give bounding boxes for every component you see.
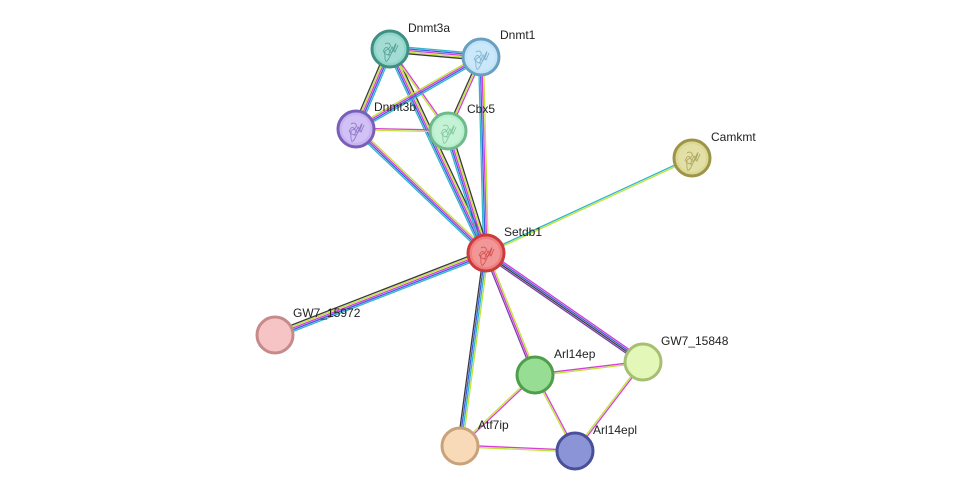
edge-setdb1-gw7_15848[interactable] xyxy=(484,250,645,365)
edge-setdb1-gw7_15972[interactable] xyxy=(273,249,488,339)
edge-setdb1-dnmt3b[interactable] xyxy=(353,126,489,256)
edge-evidence-line xyxy=(356,127,488,253)
edge-evidence-line xyxy=(274,250,486,335)
protein-structure-icon xyxy=(382,42,399,62)
edge-evidence-line xyxy=(353,130,485,256)
edge-evidence-line xyxy=(486,158,693,255)
edge-evidence-line xyxy=(356,58,483,132)
node-label: Camkmt xyxy=(711,130,756,144)
node-inner-highlight xyxy=(434,117,462,145)
node-gw7_15972[interactable]: GW7_15972 xyxy=(255,306,361,355)
node-label: Atf7ip xyxy=(478,418,509,432)
node-circle[interactable] xyxy=(555,431,595,471)
edge-evidence-line xyxy=(486,252,538,375)
edge-evidence-line xyxy=(458,252,486,446)
node-inner-highlight xyxy=(376,35,404,63)
protein-structure-icon xyxy=(348,122,365,142)
node-inner-highlight xyxy=(678,144,706,172)
edge-evidence-line xyxy=(460,253,488,447)
node-circle[interactable] xyxy=(336,109,376,149)
edge-evidence-line xyxy=(275,253,487,338)
node-setdb1[interactable]: Setdb1 xyxy=(466,225,542,273)
edge-evidence-line xyxy=(486,250,645,361)
edge-setdb1-cbx5[interactable] xyxy=(444,129,490,255)
edge-evidence-line xyxy=(484,254,643,365)
edge-evidence-line xyxy=(477,57,485,254)
node-circle[interactable] xyxy=(440,426,480,466)
edge-setdb1-atf7ip[interactable] xyxy=(456,252,490,447)
node-circle[interactable] xyxy=(428,111,468,151)
node-label: Cbx5 xyxy=(467,102,495,116)
edge-evidence-line xyxy=(448,130,489,253)
edge-setdb1-dnmt1[interactable] xyxy=(477,56,490,254)
edge-evidence-line xyxy=(482,56,490,253)
node-label: Arl14epl xyxy=(593,423,637,437)
edge-evidence-line xyxy=(479,57,486,254)
edge-evidence-line xyxy=(357,126,489,252)
node-circle[interactable] xyxy=(461,37,501,77)
edge-setdb1-arl14ep[interactable] xyxy=(483,252,538,376)
edge-dnmt1-dnmt3b[interactable] xyxy=(354,54,483,132)
edge-evidence-line xyxy=(445,131,486,254)
edge-evidence-line xyxy=(356,57,482,131)
node-label: GW7_15972 xyxy=(293,306,361,320)
edge-evidence-line xyxy=(481,56,488,253)
node-label: Dnmt3a xyxy=(408,21,450,35)
node-circle[interactable] xyxy=(672,138,712,178)
node-arl14epl[interactable]: Arl14epl xyxy=(555,423,637,471)
edge-evidence-line xyxy=(485,156,692,253)
edge-evidence-line xyxy=(274,252,487,336)
edge-evidence-line xyxy=(273,249,486,333)
edge-evidence-line xyxy=(386,50,484,255)
protein-structure-icon xyxy=(478,246,495,266)
edge-evidence-line xyxy=(450,129,490,253)
edge-evidence-line xyxy=(355,55,481,129)
node-label: GW7_15848 xyxy=(661,334,729,348)
node-inner-highlight xyxy=(472,239,500,267)
node-inner-highlight xyxy=(342,115,370,143)
node-dnmt3a[interactable]: Dnmt3a xyxy=(370,21,450,69)
edge-evidence-line xyxy=(486,251,644,362)
edge-evidence-line xyxy=(387,49,486,254)
edge-evidence-line xyxy=(354,54,481,128)
node-label: Dnmt3b xyxy=(374,100,416,114)
node-circle[interactable] xyxy=(370,29,410,69)
node-circle[interactable] xyxy=(466,233,506,273)
node-cbx5[interactable]: Cbx5 xyxy=(428,102,495,151)
node-label: Setdb1 xyxy=(504,225,542,239)
edge-evidence-line xyxy=(389,48,487,254)
node-gw7_15848[interactable]: GW7_15848 xyxy=(623,334,729,382)
node-label: Arl14ep xyxy=(554,347,596,361)
node-circle[interactable] xyxy=(515,355,555,395)
node-arl14ep[interactable]: Arl14ep xyxy=(515,347,596,395)
node-circle[interactable] xyxy=(623,342,663,382)
node-atf7ip[interactable]: Atf7ip xyxy=(440,418,509,466)
edge-evidence-line xyxy=(461,253,490,447)
node-circle[interactable] xyxy=(255,315,295,355)
edge-evidence-line xyxy=(485,252,536,376)
node-inner-highlight xyxy=(467,43,495,71)
protein-structure-icon xyxy=(440,124,457,144)
edge-evidence-line xyxy=(456,252,485,446)
edge-evidence-line xyxy=(485,253,643,364)
node-label: Dnmt1 xyxy=(500,28,536,42)
node-camkmt[interactable]: Camkmt xyxy=(672,130,756,178)
edge-evidence-line xyxy=(483,253,535,376)
node-dnmt1[interactable]: Dnmt1 xyxy=(461,28,536,77)
edge-evidence-line xyxy=(447,130,487,254)
protein-structure-icon xyxy=(684,151,701,171)
protein-structure-icon xyxy=(473,50,490,70)
edge-evidence-line xyxy=(275,255,488,339)
edge-evidence-line xyxy=(444,131,484,255)
edge-evidence-line xyxy=(354,129,486,255)
edge-setdb1-camkmt[interactable] xyxy=(485,156,693,255)
node-dnmt3b[interactable]: Dnmt3b xyxy=(336,100,416,149)
